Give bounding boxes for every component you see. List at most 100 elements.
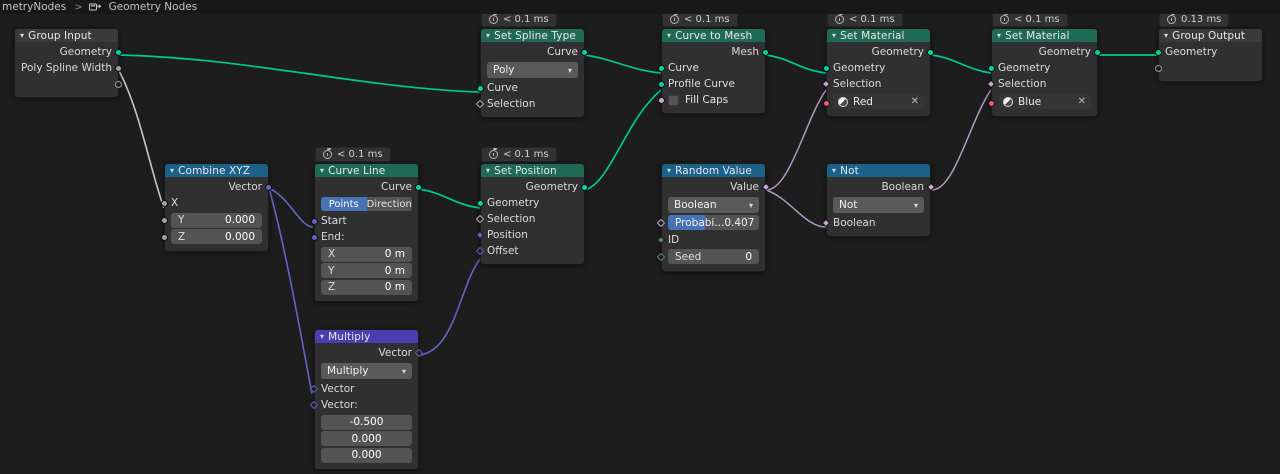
socket-geometry-in[interactable]: [1155, 48, 1162, 56]
field-end-z[interactable]: Z 0 m: [321, 279, 412, 295]
node-header[interactable]: ▾ Random Value: [662, 164, 765, 177]
socket-vector-out[interactable]: [265, 183, 272, 191]
node-header[interactable]: ▾ Group Input: [15, 29, 118, 42]
fill-caps-row[interactable]: Fill Caps: [658, 92, 765, 108]
node-set-spline-type[interactable]: < 0.1 ms ▾ Set Spline Type Curve Poly ▾ …: [475, 12, 588, 118]
socket-z[interactable]: [161, 233, 168, 241]
timing-badge: < 0.1 ms: [992, 12, 1068, 27]
socket-x[interactable]: [161, 199, 168, 207]
field-end-y[interactable]: Y 0 m: [321, 263, 412, 278]
toggle-points[interactable]: Points: [321, 197, 367, 211]
node-group-input[interactable]: ▾ Group Input Geometry Poly Spline Width: [14, 28, 122, 98]
timing-badge: < 0.1 ms: [481, 147, 557, 162]
node-header[interactable]: ▾ Combine XYZ: [165, 164, 268, 177]
socket-fill-caps[interactable]: [658, 96, 665, 104]
node-header[interactable]: ▾ Group Output: [1159, 29, 1262, 42]
mode-toggle-group[interactable]: Points Direction: [321, 197, 412, 211]
operation-dropdown[interactable]: Multiply ▾: [321, 363, 412, 379]
socket-geometry-out[interactable]: [581, 183, 588, 191]
node-combine-xyz[interactable]: ▾ Combine XYZ Vector X Y 0.000 Z 0.000: [161, 163, 272, 252]
probability-slider[interactable]: Probabi... 0.407: [668, 215, 759, 230]
output-row: [15, 76, 122, 92]
data-type-dropdown[interactable]: Boolean ▾: [668, 197, 759, 213]
node-set-material-red[interactable]: < 0.1 ms ▾ Set Material Geometry Geometr…: [821, 12, 934, 117]
socket-geometry-in[interactable]: [477, 199, 484, 207]
socket-start[interactable]: [311, 217, 318, 225]
node-header[interactable]: ▾ Set Material: [827, 29, 930, 42]
node-header[interactable]: ▾ Set Position: [481, 164, 584, 177]
chevron-down-icon[interactable]: ▾: [170, 165, 175, 175]
node-header[interactable]: ▾ Not: [827, 164, 930, 177]
socket-curve-in[interactable]: [477, 84, 484, 92]
socket-y[interactable]: [161, 217, 168, 224]
chevron-down-icon[interactable]: ▾: [667, 30, 672, 40]
socket-material[interactable]: [988, 99, 995, 107]
socket-label: Geometry: [1165, 46, 1218, 58]
spline-type-dropdown[interactable]: Poly ▾: [487, 62, 578, 78]
chevron-down-icon[interactable]: ▾: [486, 165, 491, 175]
chevron-down-icon[interactable]: ▾: [486, 30, 491, 40]
clear-material-icon[interactable]: ✕: [1077, 96, 1086, 107]
fill-caps-checkbox[interactable]: [668, 94, 679, 106]
socket-geometry[interactable]: [115, 48, 122, 56]
socket-curve-in[interactable]: [658, 64, 665, 72]
socket-geometry-out[interactable]: [927, 48, 934, 56]
operation-dropdown[interactable]: Not ▾: [833, 197, 924, 213]
node-header[interactable]: ▾ Curve to Mesh: [662, 29, 765, 42]
socket-virtual[interactable]: [115, 80, 122, 88]
input-row: Geometry: [477, 195, 584, 211]
breadcrumb-modifier[interactable]: Geometry Nodes: [108, 1, 198, 13]
node-set-position[interactable]: < 0.1 ms ▾ Set Position Geometry Geometr…: [475, 147, 588, 265]
material-field[interactable]: Blue ✕: [998, 94, 1091, 109]
socket-geometry-out[interactable]: [1094, 48, 1101, 56]
socket-poly-spline-width[interactable]: [115, 64, 122, 72]
breadcrumb-scene[interactable]: metryNodes: [2, 1, 67, 13]
chevron-down-icon[interactable]: ▾: [320, 331, 325, 341]
field-vector-x[interactable]: -0.500: [321, 414, 412, 430]
clear-material-icon[interactable]: ✕: [910, 96, 919, 107]
node-group-output[interactable]: 0.13 ms ▾ Group Output Geometry: [1155, 12, 1263, 82]
chevron-down-icon[interactable]: ▾: [832, 30, 837, 40]
node-curve-to-mesh[interactable]: < 0.1 ms ▾ Curve to Mesh Mesh Curve Prof…: [658, 12, 769, 114]
socket-mesh-out[interactable]: [762, 48, 769, 56]
node-header[interactable]: ▾ Set Spline Type: [481, 29, 584, 42]
node-header[interactable]: ▾ Set Material: [992, 29, 1097, 42]
node-set-material-blue[interactable]: < 0.1 ms ▾ Set Material Geometry Geometr…: [986, 12, 1101, 117]
node-header[interactable]: ▾ Curve Line: [315, 164, 418, 177]
chevron-down-icon[interactable]: ▾: [997, 30, 1002, 40]
node-body: Curve Poly ▾ Curve Selection: [475, 42, 588, 117]
input-row: Position: [475, 227, 584, 243]
field-z[interactable]: Z 0.000: [171, 229, 262, 244]
field-seed[interactable]: Seed 0: [668, 249, 759, 264]
chevron-down-icon[interactable]: ▾: [20, 30, 25, 40]
node-not[interactable]: ▾ Not Boolean Not ▾ Boolean: [821, 163, 936, 237]
field-end-x[interactable]: X 0 m: [321, 246, 412, 262]
chevron-down-icon[interactable]: ▾: [1164, 30, 1169, 40]
toggle-direction[interactable]: Direction: [366, 197, 412, 211]
chevron-down-icon: ▾: [748, 200, 753, 210]
field-y[interactable]: Y 0.000: [171, 212, 262, 228]
socket-geometry-in[interactable]: [823, 64, 830, 72]
chevron-down-icon[interactable]: ▾: [320, 165, 325, 175]
node-title: Set Position: [494, 164, 557, 177]
field-vector-y[interactable]: 0.000: [321, 431, 412, 446]
node-random-value[interactable]: ▾ Random Value Value Boolean ▾ Probabi..…: [656, 163, 771, 272]
node-curve-line[interactable]: < 0.1 ms ▾ Curve Line Curve Points Direc…: [311, 147, 422, 302]
socket-geometry-in[interactable]: [988, 64, 995, 72]
node-title: Curve to Mesh: [675, 29, 753, 42]
chevron-down-icon: ▾: [913, 200, 918, 210]
socket-curve-out[interactable]: [415, 183, 422, 191]
socket-end[interactable]: [311, 233, 318, 241]
socket-virtual[interactable]: [1155, 64, 1162, 72]
material-field[interactable]: Red ✕: [833, 94, 924, 109]
chevron-down-icon[interactable]: ▾: [832, 165, 837, 175]
node-header[interactable]: ▾ Multiply: [315, 330, 418, 343]
socket-curve-out[interactable]: [581, 48, 588, 56]
socket-material[interactable]: [823, 99, 830, 107]
socket-label: ID: [668, 233, 680, 246]
chevron-down-icon[interactable]: ▾: [667, 165, 672, 175]
field-vector-z[interactable]: 0.000: [321, 447, 412, 463]
field-label: X: [328, 248, 336, 260]
node-multiply[interactable]: ▾ Multiply Vector Multiply ▾ Vector Vect…: [309, 329, 424, 470]
socket-profile-curve[interactable]: [658, 80, 665, 88]
